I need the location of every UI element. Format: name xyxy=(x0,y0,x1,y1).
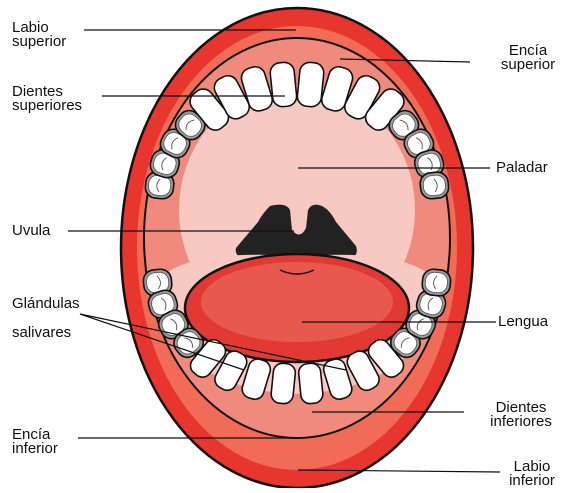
label-dientes-inferiores-line2: inferiores xyxy=(478,415,564,429)
label-glandulas-line2: salivares xyxy=(12,318,80,347)
label-encia-superior-line2: superior xyxy=(490,58,566,72)
label-paladar: Paladar xyxy=(496,161,548,175)
label-labio-superior: Labio superior xyxy=(12,21,66,49)
label-uvula-line1: Uvula xyxy=(12,224,50,238)
lower-tooth xyxy=(298,362,324,404)
label-labio-inferior-line2: inferior xyxy=(500,474,564,488)
lower-tooth xyxy=(421,268,451,297)
label-dientes-superiores-line2: superiores xyxy=(12,99,82,113)
label-lengua-line1: Lengua xyxy=(498,315,548,329)
label-lengua: Lengua xyxy=(498,315,548,329)
label-encia-inferior-line2: inferior xyxy=(12,442,58,456)
label-paladar-line1: Paladar xyxy=(496,161,548,175)
label-uvula: Uvula xyxy=(12,224,50,238)
label-glandulas-line1: Glándulas xyxy=(12,289,80,318)
label-encia-inferior: Encía inferior xyxy=(12,428,58,456)
lower-tooth xyxy=(270,362,296,404)
upper-tooth xyxy=(296,61,324,107)
upper-tooth xyxy=(269,61,297,107)
label-dientes-inferiores: Dientes inferiores xyxy=(478,401,564,429)
label-dientes-superiores: Dientes superiores xyxy=(12,85,82,113)
label-labio-superior-line2: superior xyxy=(12,35,66,49)
label-labio-inferior: Labio inferior xyxy=(500,460,564,488)
label-encia-superior: Encía superior xyxy=(490,44,566,72)
label-glandulas-salivares: Glándulas salivares xyxy=(12,289,80,347)
upper-tooth xyxy=(419,171,449,200)
